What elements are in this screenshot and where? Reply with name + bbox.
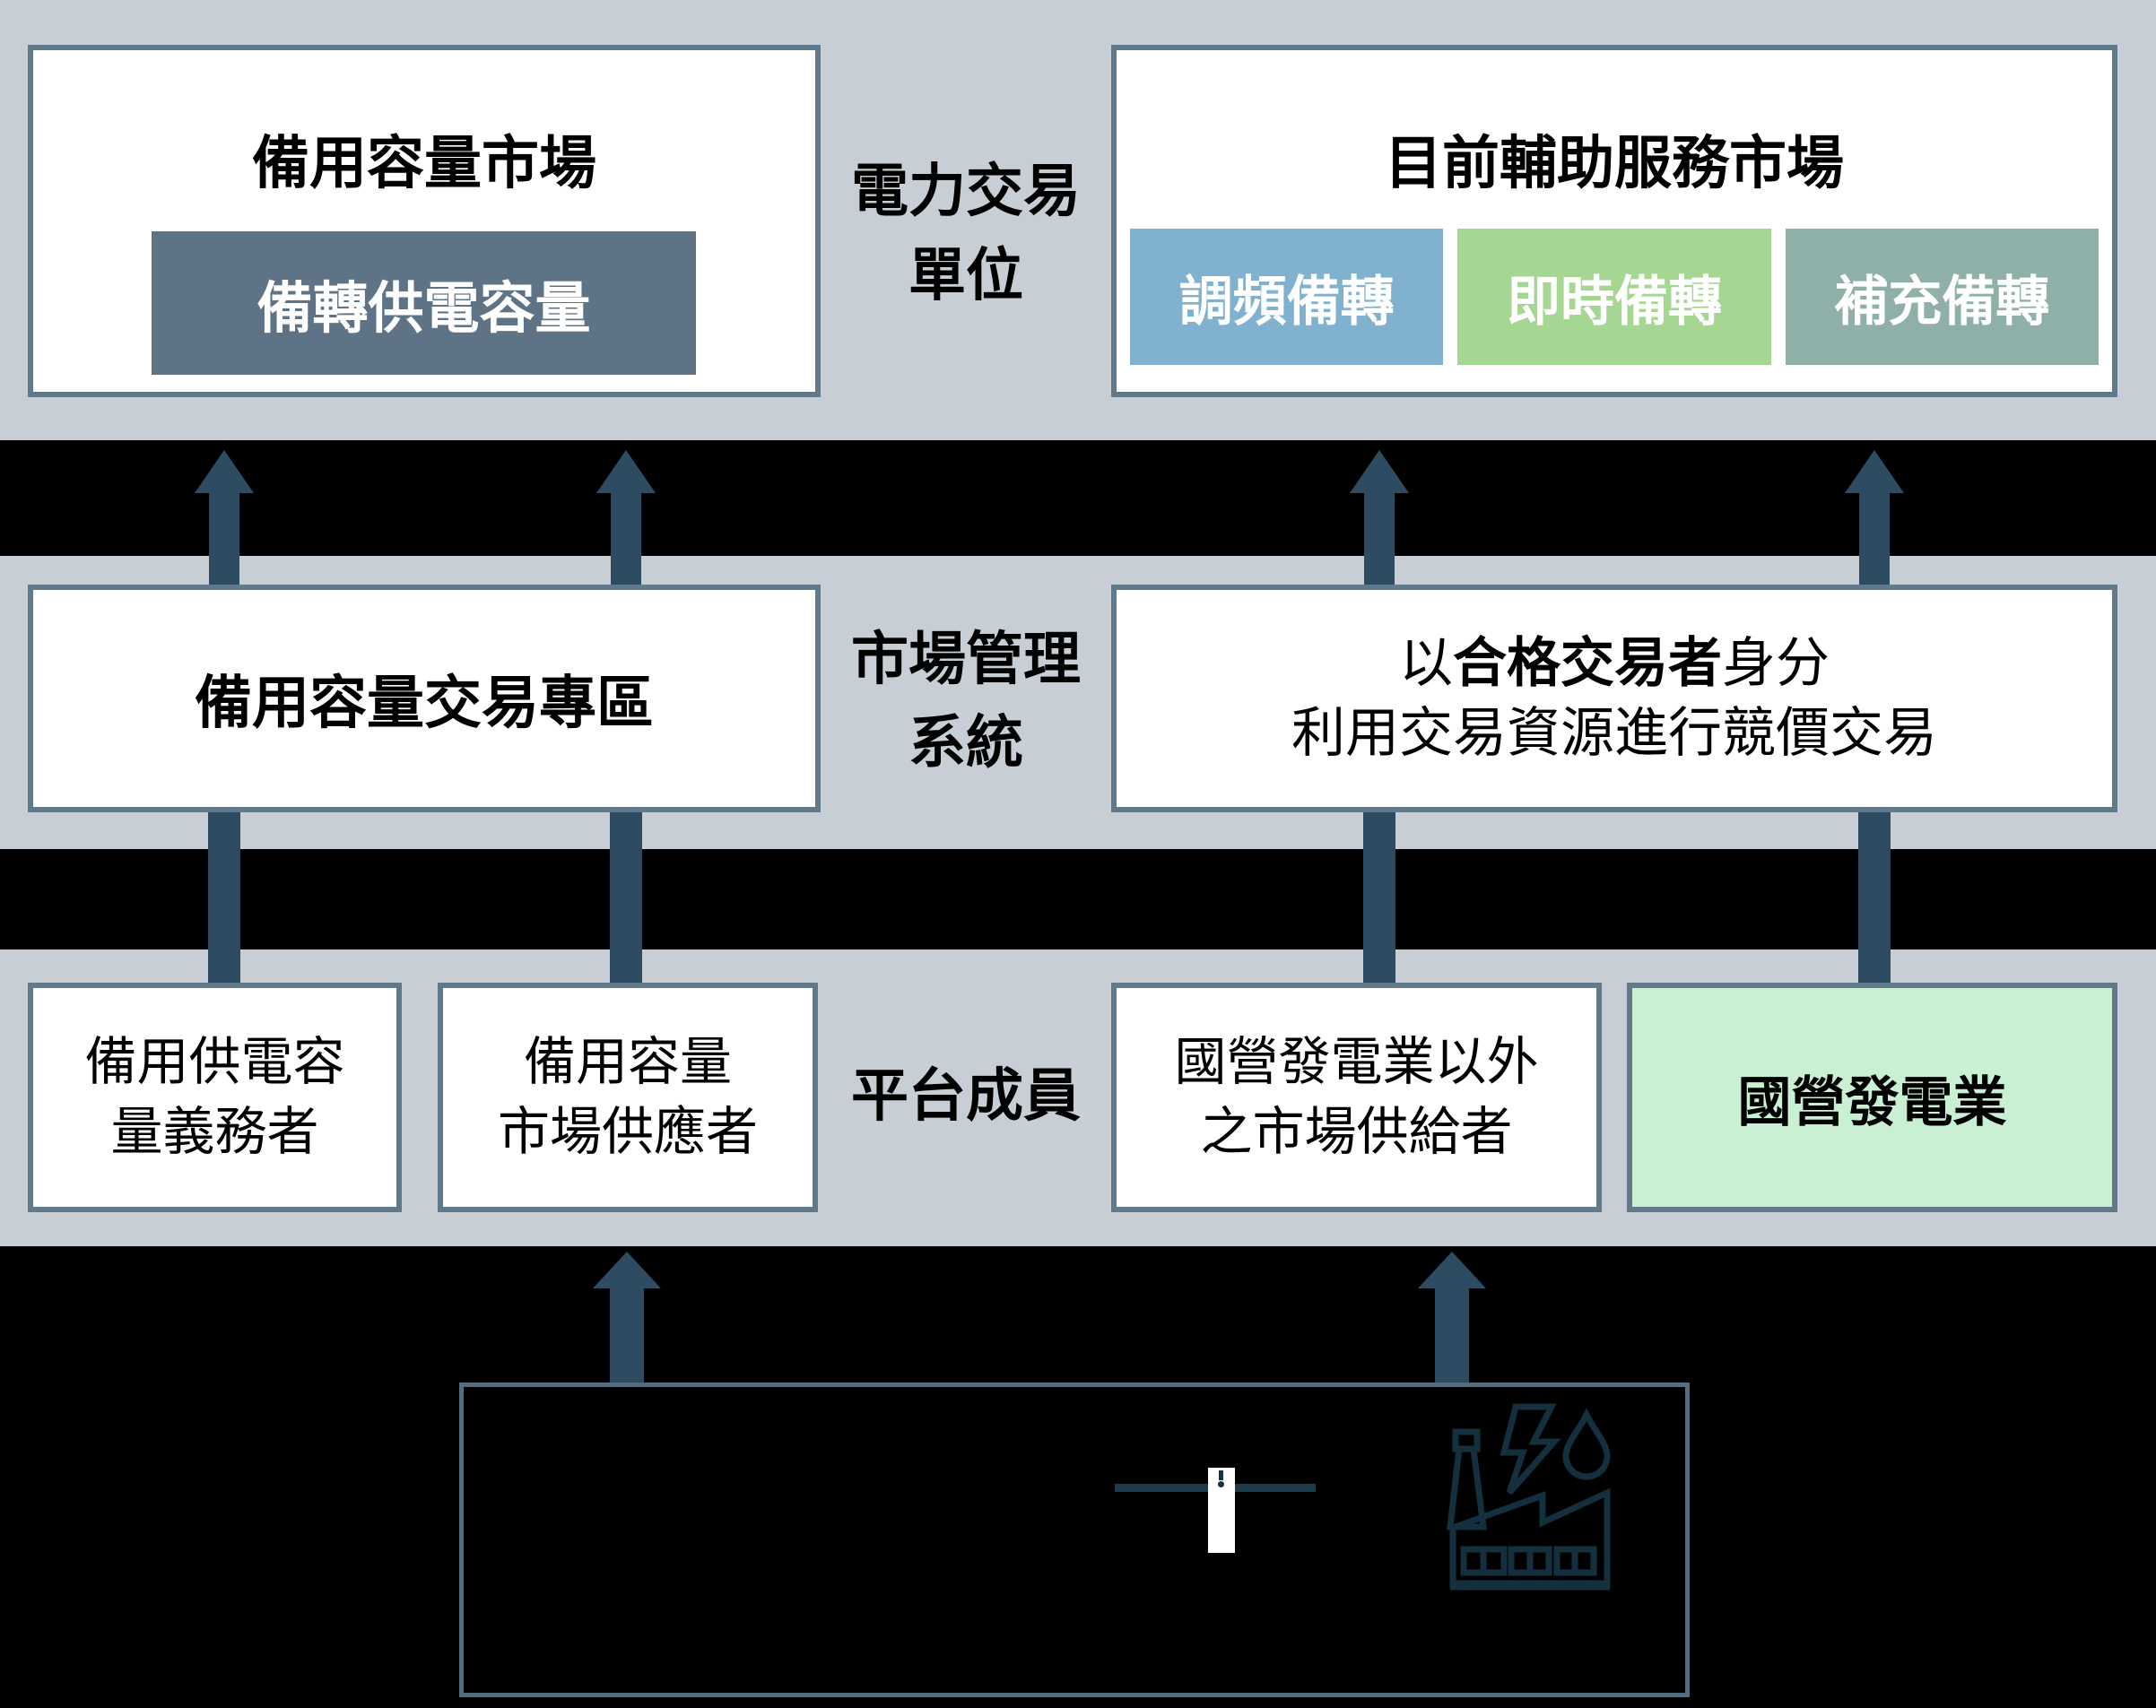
separator-band-top [0,440,2156,556]
frequency-regulation-reserve-chip: 調頻備轉 [1130,229,1444,365]
spinning-instant-reserve-chip: 即時備轉 [1457,229,1771,365]
label-line: 單位 [908,243,1023,308]
label-line: 市場管理 [851,627,1081,691]
line1-suffix: 身分 [1722,633,1830,693]
connector-bar [610,812,642,983]
exclamation-icon [1219,1470,1223,1480]
qualified-trader-box: 以合格交易者身分 利用交易資源進行競價交易 [1111,585,2117,812]
connector-bar [208,812,240,983]
reserve-trading-zone-box: 備用容量交易專區 [28,585,821,812]
arrow-head-icon [195,450,254,493]
up-arrow [190,450,258,585]
arrow-shaft [1859,493,1890,585]
reserve-trading-zone-title: 備用容量交易專區 [195,671,654,735]
qualified-trader-line2: 利用交易資源進行競價交易 [1291,703,1937,763]
box-line: 國營發電業 [1737,1071,2007,1132]
box-line: 量義務者 [110,1103,319,1161]
up-arrow [1345,450,1413,585]
line1-prefix: 以 [1399,633,1453,693]
arrow-head-icon [1845,450,1904,493]
chimney [1447,1445,1487,1530]
label-line: 系統 [908,710,1023,775]
ancillary-services-market-title: 目前輔助服務市場 [1385,131,1844,195]
up-arrow [593,1252,661,1383]
arrow-head-icon [596,450,656,493]
platform-members-label: 平台成員 [821,1053,1111,1138]
arrow-shaft [611,493,641,585]
up-arrow [1840,450,1908,585]
box-line: 市場供應者 [497,1103,758,1161]
separator-band-middle [0,849,2156,949]
exclamation-icon [1218,1481,1224,1487]
market-management-system-label: 市場管理 系統 [821,618,1111,785]
up-arrow [1418,1252,1486,1383]
qualified-trader-line1: 以合格交易者身分 [1399,629,1830,698]
lightning-bolt-icon [1500,1403,1561,1496]
non-state-supplier-box: 國營發電業以外 之市場供給者 [1111,983,1602,1212]
box-line: 備用容量 [523,1033,732,1091]
connector-bar [1858,812,1891,983]
up-arrow [592,450,660,585]
state-owned-generator-box: 國營發電業 [1627,983,2117,1212]
box-line: 國營發電業以外 [1174,1033,1539,1091]
label-line: 平台成員 [851,1063,1081,1128]
ancillary-services-market-box: 目前輔助服務市場 調頻備轉 即時備轉 補充備轉 [1111,45,2117,397]
ancillary-chip-row: 調頻備轉 即時備轉 補充備轉 [1130,229,2099,365]
arrow-shaft [1435,1288,1469,1383]
box-line: 之市場供給者 [1200,1103,1513,1161]
line1-bold: 合格交易者 [1453,633,1722,693]
reserve-market-supplier-box: 備用容量 市場供應者 [438,983,818,1212]
water-drop-icon [1562,1408,1611,1480]
generation-source-frame [459,1383,1690,1697]
reserve-capacity-market-box: 備用容量市場 備轉供電容量 [28,45,821,397]
arrow-shaft [209,493,239,585]
arrow-head-icon [1350,450,1409,493]
spinning-reserve-chip: 備轉供電容量 [152,231,696,375]
label-line: 電力交易 [851,159,1081,223]
power-plant-icon [1447,1403,1611,1591]
arrow-head-icon [593,1252,661,1288]
arrow-shaft [610,1288,644,1383]
box-line: 備用供電容 [84,1033,345,1091]
reserve-capacity-market-title: 備用容量市場 [252,131,596,195]
reserve-obligor-box: 備用供電容 量義務者 [28,983,402,1212]
connector-bar [1363,812,1395,983]
supplemental-reserve-chip: 補充備轉 [1785,229,2099,365]
arrow-head-icon [1418,1252,1486,1288]
power-trading-unit-label: 電力交易 單位 [821,149,1111,317]
arrow-shaft [1364,493,1395,585]
